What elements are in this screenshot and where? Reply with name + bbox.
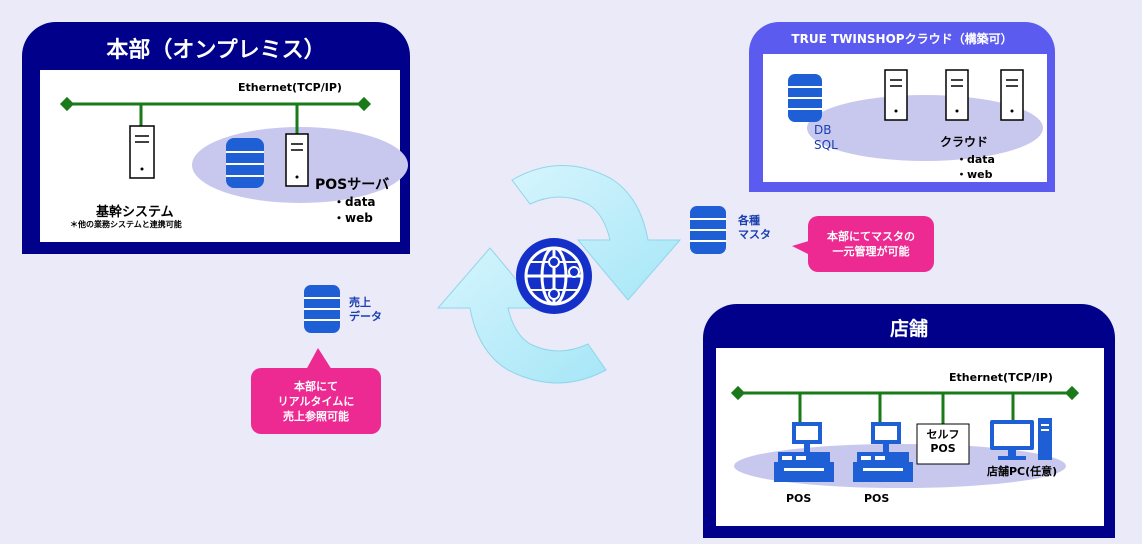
cloud-db-line-1: DB <box>814 123 832 137</box>
self-pos-box <box>916 423 970 465</box>
sales-callout: 本部にて リアルタイムに 売上参照可能 <box>251 368 381 434</box>
master-label-line-1: 各種 <box>738 214 760 227</box>
sales-label-line-1: 売上 <box>349 296 371 309</box>
sales-label-line-2: データ <box>349 310 382 323</box>
self-pos-label: セルフ POS <box>917 428 969 456</box>
pos-2-label: POS <box>864 492 890 505</box>
pos-server-item-data: ・data <box>333 195 376 209</box>
master-label: 各種 マスタ <box>738 214 771 242</box>
cloud-server-icon-3 <box>1000 69 1024 121</box>
sales-callout-line-2: リアルタイムに <box>277 394 355 408</box>
hq-ethernet-label: Ethernet(TCP/IP) <box>238 81 342 94</box>
store-pc-label: 店舗PC(任意) <box>987 465 1058 478</box>
store-title: 店舗 <box>889 318 928 340</box>
sync-arrow-top-icon <box>511 165 682 301</box>
master-callout: 本部にてマスタの 一元管理が可能 <box>808 216 934 272</box>
cloud-server-icon-2 <box>945 69 969 121</box>
sales-callout-line-3: 売上参照可能 <box>283 409 349 423</box>
cloud-server-icon-1 <box>884 69 908 121</box>
cloud-database-icon <box>788 74 822 122</box>
core-system-note: ＊他の業務システムと連携可能 <box>70 220 182 229</box>
cloud-title: TRUE TWINSHOPクラウド（構築可） <box>791 32 1013 46</box>
sales-callout-pointer <box>306 348 332 370</box>
master-callout-pointer <box>792 240 812 256</box>
master-callout-line-1: 本部にてマスタの <box>827 230 915 243</box>
cloud-db-line-2: SQL <box>814 138 838 152</box>
sales-callout-line-1: 本部にて <box>294 379 338 393</box>
pos-server-icon <box>285 133 309 187</box>
globe-icon <box>516 238 592 314</box>
hq-database-icon <box>226 138 264 188</box>
sales-database-icon <box>304 285 340 333</box>
self-pos-line-2: POS <box>930 442 956 455</box>
sales-label: 売上 データ <box>349 296 382 324</box>
cloud-label: クラウド <box>940 135 989 149</box>
master-callout-line-2: 一元管理が可能 <box>832 245 910 258</box>
core-server-icon <box>129 125 155 179</box>
cloud-db-label: DB SQL <box>814 123 838 153</box>
master-database-icon <box>690 206 726 254</box>
store-pc-icon <box>990 418 1052 460</box>
store-ethernet-label: Ethernet(TCP/IP) <box>949 371 1053 384</box>
core-system-label: 基幹システム <box>96 205 174 220</box>
pos-terminal-icon-1 <box>774 422 834 482</box>
self-pos-line-1: セルフ <box>926 428 960 441</box>
cloud-item-web: ・web <box>956 168 993 181</box>
sync-arrow-bottom-icon <box>436 247 607 384</box>
pos-server-item-web: ・web <box>333 211 373 225</box>
cloud-item-data: ・data <box>956 153 995 166</box>
hq-title: 本部（オンプレミス） <box>106 38 326 63</box>
pos-server-label: POSサーバ <box>315 177 390 193</box>
master-label-line-2: マスタ <box>738 228 771 241</box>
pos-terminal-icon-2 <box>853 422 913 482</box>
pos-1-label: POS <box>786 492 812 505</box>
